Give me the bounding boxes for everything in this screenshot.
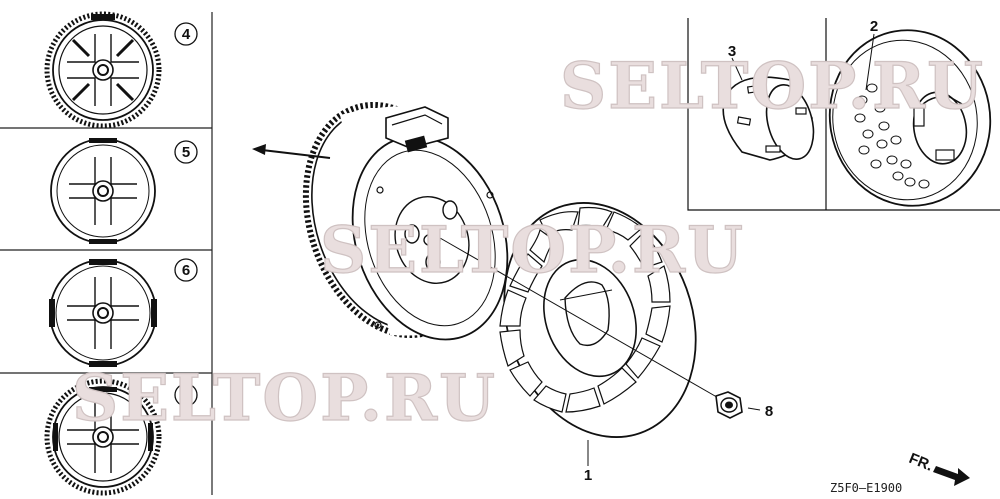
diagram-code: Z5F0—E1900 [830,481,902,495]
callout-3-label: 3 [728,43,736,60]
detail-box [687,18,1000,211]
front-direction-label: FR. [907,450,936,475]
flywheel-variant-4 [44,11,162,129]
callout-4: 4 [174,22,198,46]
starter-pulley-sleeve [722,76,815,161]
leader-lines [587,33,875,466]
flywheel-variant-6 [49,259,157,367]
callout-6-label: 6 [182,262,190,279]
cooling-fan [499,202,697,438]
assembly-axis-line [439,237,723,401]
flange-nut [715,391,743,419]
callout-5: 5 [174,140,198,164]
flywheel-variant-5 [50,138,156,244]
variant-reference-arrow [252,144,331,159]
front-arrow-icon [933,466,970,486]
flywheel-variant-7 [44,378,162,496]
watermark-bottom: SELTOP.RU [72,361,497,436]
callout-4-label: 4 [182,26,191,43]
callout-7-label: 7 [182,387,190,404]
callout-8-label: 8 [765,403,773,420]
main-flywheel [302,101,509,341]
callout-5-label: 5 [182,144,190,161]
callout-1-label: 1 [584,467,592,484]
watermark-middle: SELTOP.RU [320,213,745,288]
watermark-top: SELTOP.RU [560,49,985,124]
callout-7: 7 [174,383,198,407]
callout-2-label: 2 [870,18,878,35]
front-direction-indicator: FR. [907,450,970,486]
callout-6: 6 [174,258,198,282]
screen-grid-cover [828,29,992,207]
